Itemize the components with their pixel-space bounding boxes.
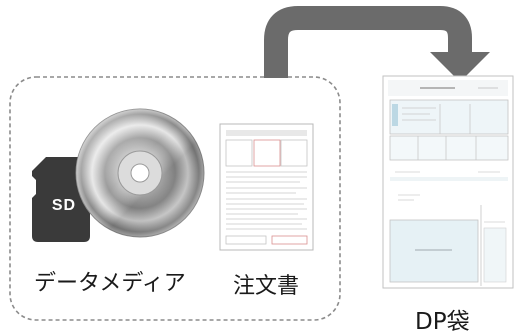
dp-bag-document	[382, 75, 514, 289]
sd-card-icon: SD	[32, 157, 90, 242]
sd-card-label: SD	[52, 197, 76, 214]
cd-disc-icon	[75, 108, 205, 238]
order-form-document	[219, 123, 314, 251]
label-dp-bag: DP袋	[415, 309, 470, 335]
label-data-media: データメディア	[34, 271, 186, 296]
label-order-form: 注文書	[233, 274, 300, 299]
curved-arrow-icon	[264, 6, 490, 82]
media-group-frame	[9, 76, 341, 321]
